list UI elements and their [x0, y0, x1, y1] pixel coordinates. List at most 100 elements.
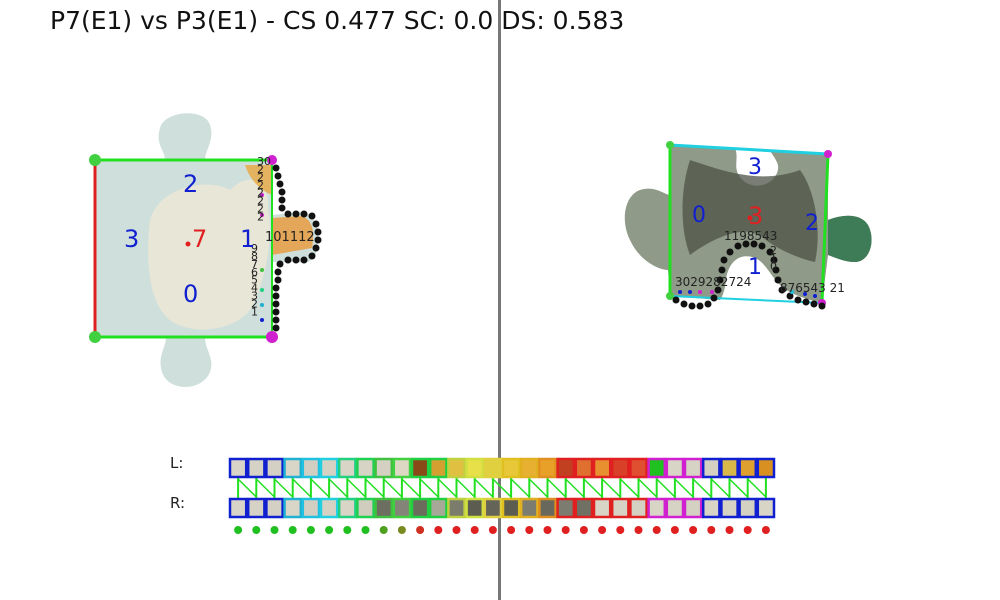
- strip-links: [237, 477, 767, 499]
- left-match-contour: [272, 164, 322, 332]
- strip-dot: [434, 526, 443, 534]
- strip-right-cell: [374, 497, 394, 519]
- strip-left-cell: [337, 457, 357, 479]
- strip-cross-link: [364, 478, 385, 498]
- strip-label-left: L:: [170, 454, 183, 472]
- strip-right-cell: [501, 497, 521, 519]
- right-piece-pattern: [682, 160, 818, 262]
- right-edge-label-0: 0: [692, 203, 706, 228]
- strip-left-row: [228, 457, 776, 479]
- strip-right-cell: [319, 497, 339, 519]
- right-edge-label-2: 2: [805, 211, 819, 236]
- right-contour-number-top: 1198543: [724, 229, 777, 243]
- strip-left-cell: [538, 457, 557, 479]
- strip-dot: [234, 526, 243, 534]
- left-edge-label-3: 3: [124, 225, 139, 253]
- strip-dot: [343, 526, 352, 534]
- strip-cross-link: [601, 478, 621, 498]
- strip-right-cell: [410, 497, 430, 519]
- strip-right-row: [228, 497, 776, 519]
- strip-left-cell: [265, 457, 284, 479]
- right-edge-3: [669, 143, 829, 156]
- left-corner-tr: [267, 155, 277, 165]
- strip-left-cell: [610, 457, 630, 479]
- strip-left-cell: [556, 457, 576, 479]
- right-corner-tr: [824, 150, 832, 158]
- strip-right-cell: [610, 497, 630, 519]
- strip-dot: [288, 526, 297, 534]
- right-corner-bl: [666, 292, 674, 300]
- strip-cross-link: [583, 478, 603, 498]
- strip-cross-link: [273, 478, 294, 498]
- right-edge-label-1: 1: [748, 255, 762, 280]
- strip-left-cell: [319, 457, 339, 479]
- strip-left-cell: [574, 457, 594, 479]
- strip-left-cell: [465, 457, 485, 479]
- strip-left-cell: [756, 457, 776, 479]
- strip-cross-link: [455, 478, 476, 498]
- strip-right-cell: [756, 497, 776, 519]
- strip-dots: [234, 526, 770, 534]
- strip-cross-link: [346, 478, 367, 498]
- left-center-dot: [185, 241, 191, 247]
- strip-cross-link: [728, 478, 749, 498]
- strip-right-cell: [519, 497, 539, 519]
- strip-dot: [652, 526, 661, 534]
- strip-left-cell: [519, 457, 539, 479]
- strip-dot: [325, 526, 334, 534]
- strip-cross-link: [692, 478, 712, 498]
- strip-left-cell: [228, 457, 248, 479]
- strip-left-cell: [701, 457, 721, 479]
- strip-dot: [306, 526, 315, 534]
- right-piece-id: 3: [748, 202, 763, 230]
- strip-label-right: R:: [170, 494, 185, 512]
- strip-right-cell: [592, 497, 612, 519]
- strip-left-cell: [392, 457, 412, 479]
- right-edge-2: [820, 153, 830, 304]
- strip-dot: [525, 526, 534, 534]
- strip-right-cell: [683, 497, 703, 519]
- strip-cross-link: [747, 478, 767, 498]
- left-piece-tab-colors: [272, 216, 314, 255]
- strip-left-cell: [246, 457, 266, 479]
- strip-right-cell: [356, 497, 375, 519]
- strip-cross-link: [419, 478, 439, 498]
- left-edge-label-1: 1: [240, 225, 255, 253]
- right-edge-label-3: 3: [748, 155, 762, 180]
- strip-cross-link: [437, 478, 458, 498]
- strip-cross-link: [383, 478, 403, 498]
- strip-right-cell: [629, 497, 648, 519]
- strip-dot: [761, 526, 770, 534]
- right-contour-number-bottom-right: 876543 21: [780, 281, 845, 295]
- strip-dot: [397, 526, 406, 534]
- strip-left-cell: [738, 457, 758, 479]
- strip-left-cell: [301, 457, 321, 479]
- left-edge-label-2: 2: [183, 170, 198, 198]
- left-edge-label-0: 0: [183, 280, 198, 308]
- strip-cross-link: [656, 478, 676, 498]
- strip-cross-link: [237, 478, 257, 498]
- strip-left-cell: [683, 457, 703, 479]
- strip-dot: [270, 526, 279, 534]
- strip-cross-link: [510, 478, 530, 498]
- strip-dot: [670, 526, 679, 534]
- left-corner-bl: [89, 331, 101, 343]
- strip-cross-link: [674, 478, 694, 498]
- strip-dot: [452, 526, 461, 534]
- right-contour-points: [678, 290, 817, 298]
- strip-left-cell: [592, 457, 612, 479]
- strip-right-cell: [447, 497, 466, 519]
- strip-dot: [543, 526, 552, 534]
- strip-dot: [707, 526, 716, 534]
- strip-cross-link: [710, 478, 731, 498]
- strip-left-cell: [356, 457, 375, 479]
- strip-cross-link: [546, 478, 567, 498]
- strip-right-cell: [465, 497, 485, 519]
- strip-right-cell: [265, 497, 284, 519]
- strip-dot: [634, 526, 643, 534]
